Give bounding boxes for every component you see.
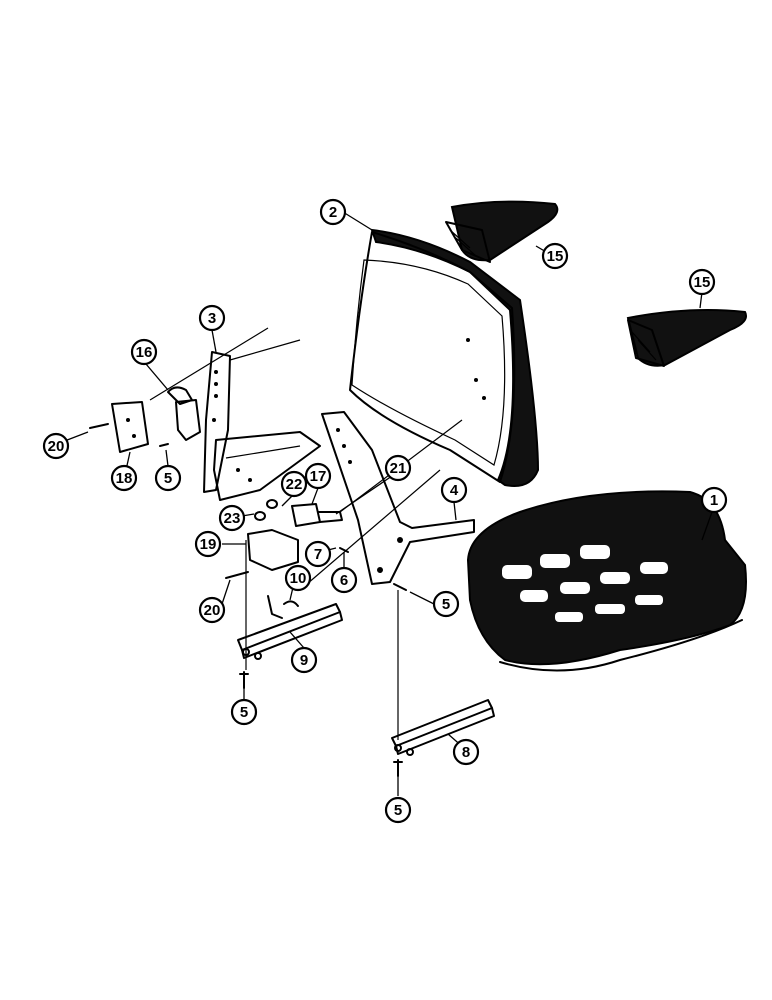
svg-text:2: 2 [329, 204, 337, 221]
callout-1: 1 [700, 486, 728, 514]
callout-5-b: 5 [432, 590, 460, 618]
svg-text:19: 19 [200, 536, 217, 553]
callout-20-b: 20 [198, 596, 226, 624]
svg-text:8: 8 [462, 744, 470, 761]
svg-text:23: 23 [224, 510, 241, 527]
callout-6: 6 [330, 566, 358, 594]
callout-15-b: 15 [688, 268, 716, 296]
svg-text:21: 21 [390, 460, 407, 477]
svg-text:7: 7 [314, 546, 322, 563]
slide-lever-assembly [247, 529, 299, 619]
svg-text:15: 15 [694, 274, 711, 291]
callout-2: 2 [319, 198, 347, 226]
left-slide-rail [237, 603, 343, 660]
callout-21: 21 [384, 454, 412, 482]
svg-text:22: 22 [286, 476, 303, 493]
callout-3: 3 [198, 304, 226, 332]
svg-text:3: 3 [208, 310, 216, 327]
svg-text:4: 4 [450, 482, 459, 499]
svg-text:5: 5 [394, 802, 402, 819]
callout-4: 4 [440, 476, 468, 504]
right-back-bracket [321, 411, 475, 585]
svg-text:6: 6 [340, 572, 348, 589]
left-back-bracket [203, 351, 321, 501]
svg-text:17: 17 [310, 468, 327, 485]
svg-text:5: 5 [240, 704, 248, 721]
callout-23: 23 [218, 504, 246, 532]
callout-10: 10 [284, 564, 312, 592]
callout-5-d: 5 [384, 796, 412, 824]
callout-17: 17 [304, 462, 332, 490]
callout-15-a: 15 [541, 242, 569, 270]
callout-20-a: 20 [42, 432, 70, 460]
seat-back-cushion [349, 228, 540, 487]
adjuster-hardware [254, 499, 343, 527]
callout-18: 18 [110, 464, 138, 492]
svg-text:5: 5 [442, 596, 450, 613]
callout-19: 19 [194, 530, 222, 558]
svg-text:18: 18 [116, 470, 133, 487]
callout-9: 9 [290, 646, 318, 674]
tilt-knob-assembly [111, 386, 201, 453]
svg-text:16: 16 [136, 344, 153, 361]
svg-text:20: 20 [48, 438, 65, 455]
callout-8: 8 [452, 738, 480, 766]
armrest-upper [445, 200, 559, 263]
callout-22: 22 [280, 470, 308, 498]
right-slide-rail [391, 699, 495, 756]
svg-text:20: 20 [204, 602, 221, 619]
fasteners [89, 423, 407, 777]
callout-7: 7 [304, 540, 332, 568]
svg-text:1: 1 [710, 492, 718, 509]
svg-text:9: 9 [300, 652, 308, 669]
callout-16: 16 [130, 338, 158, 366]
callout-5-c: 5 [230, 698, 258, 726]
svg-text:15: 15 [547, 248, 564, 265]
seat-cushion [466, 490, 747, 672]
callout-5-a: 5 [154, 464, 182, 492]
armrest-right [626, 309, 747, 367]
svg-text:5: 5 [164, 470, 172, 487]
svg-text:10: 10 [290, 570, 307, 587]
